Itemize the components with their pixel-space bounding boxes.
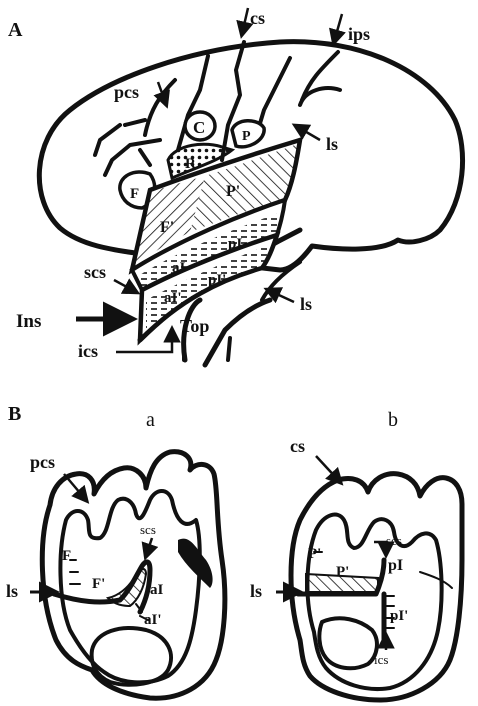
label-ics: ics <box>78 341 98 361</box>
label-ins: Ins <box>16 311 41 332</box>
label-a-ls: ls <box>6 581 18 601</box>
label-b-cs: cs <box>290 436 305 456</box>
section-a-sublabel: a <box>146 409 155 431</box>
label-b-p: P' <box>308 546 321 562</box>
label-c: C <box>193 118 205 137</box>
label-a-ai-prime: aI' <box>144 612 162 628</box>
label-r: R <box>185 156 196 172</box>
arrow-b-cs <box>316 456 340 482</box>
label-ls-upper: ls <box>326 134 338 154</box>
label-b-pi: pI <box>388 557 403 574</box>
arrow-b-scs <box>374 542 386 554</box>
label-a-pcs: pcs <box>30 452 55 472</box>
label-cs: cs <box>250 8 265 28</box>
label-ls-lower: ls <box>300 294 312 314</box>
section-b-lower-fold <box>319 618 377 668</box>
postcentral-sulcus <box>258 58 290 130</box>
label-ai-prime: aI' <box>164 290 182 306</box>
arrow-cs <box>242 8 248 34</box>
label-a-f: F <box>62 548 71 564</box>
label-ips: ips <box>348 24 370 44</box>
section-b: b cs scs P' P' pI pI' ics ls <box>250 409 462 700</box>
frontal-sulcus-2 <box>105 140 160 175</box>
panel-a: A <box>8 8 463 365</box>
label-f-prime: F' <box>160 219 174 236</box>
label-top: Top <box>180 316 209 336</box>
section-a-temporal <box>92 628 171 685</box>
label-b-scs: scs <box>386 533 402 548</box>
panel-b-letter: B <box>8 403 21 425</box>
label-pcs: pcs <box>114 82 139 102</box>
label-b-ls: ls <box>250 581 262 601</box>
arrow-ips <box>334 14 342 42</box>
arrow-scs <box>114 280 136 292</box>
section-b-sublabel: b <box>388 409 398 431</box>
section-a-hatch <box>108 569 146 606</box>
section-a: a pcs scs F F' aI aI' ls <box>6 409 225 698</box>
label-a-scs: scs <box>140 522 156 537</box>
label-pi: pI <box>228 236 242 252</box>
label-b-p-prime: P' <box>336 564 349 580</box>
label-b-ics: ics <box>374 652 388 667</box>
panel-a-letter: A <box>8 19 23 41</box>
label-p: P <box>242 129 251 144</box>
panel-b: B a pcs scs F F' aI aI' ls b <box>6 403 462 700</box>
label-ai: aI <box>172 260 186 276</box>
section-b-vessel <box>420 572 452 588</box>
label-p-prime: P' <box>226 183 240 200</box>
label-a-ai: aI <box>150 582 164 598</box>
arrow-a-pcs <box>64 474 86 500</box>
section-a-ventricle <box>178 539 213 588</box>
arrow-a-scs <box>146 538 152 556</box>
label-scs: scs <box>84 262 106 282</box>
label-a-f-prime: F' <box>92 576 105 592</box>
label-f: F <box>130 186 139 202</box>
label-pi-prime: pI' <box>208 272 226 288</box>
label-b-pi-prime: pI' <box>390 608 408 624</box>
